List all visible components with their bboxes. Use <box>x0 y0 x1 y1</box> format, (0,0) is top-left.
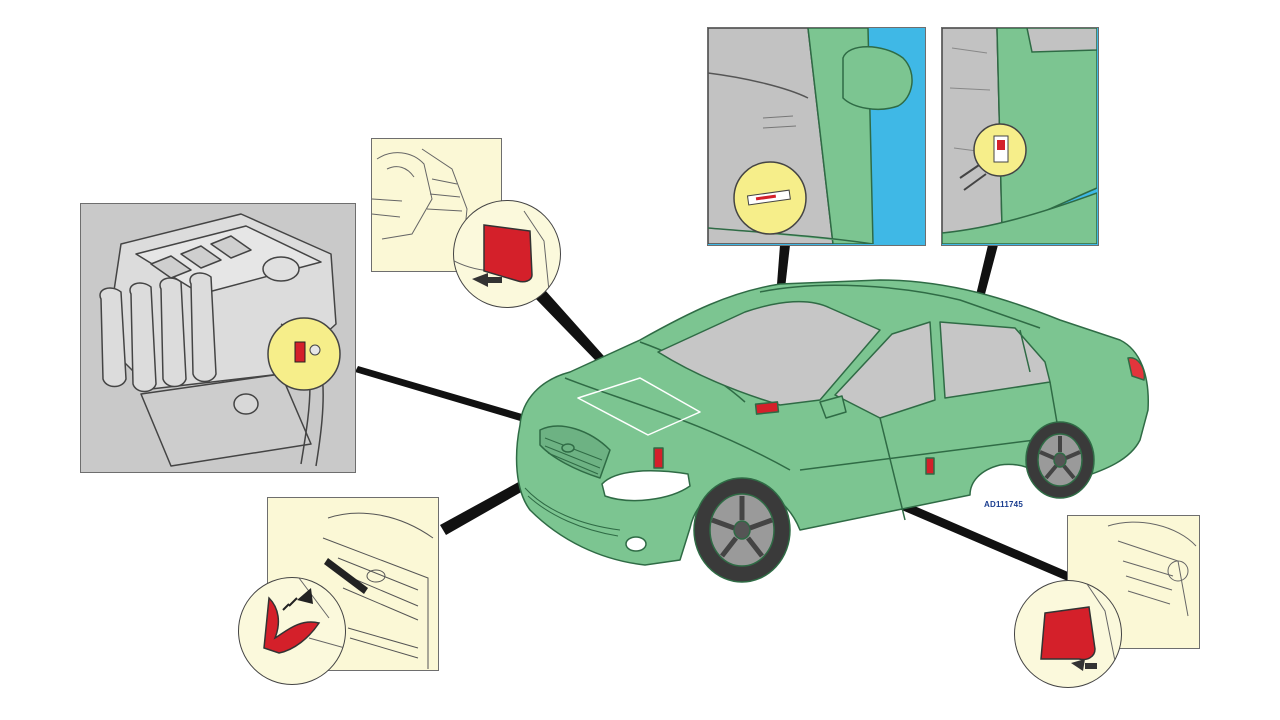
label-marker-windshield <box>754 401 780 415</box>
grille-label-sticker <box>263 596 321 654</box>
car-illustration <box>515 279 1149 583</box>
grille-label-detail <box>238 577 346 685</box>
lower-dashboard-label-detail <box>1014 580 1122 688</box>
dashboard-label-sticker <box>483 224 533 283</box>
rear-wheel <box>1025 421 1095 499</box>
tail-light <box>1127 357 1146 381</box>
lower-dashboard-label-sticker <box>1040 606 1096 661</box>
windshield-illustration <box>708 28 913 244</box>
side-mirror <box>819 395 847 419</box>
headlight <box>601 470 691 502</box>
label-marker-engine <box>653 447 664 469</box>
dashboard-label-detail <box>453 200 561 308</box>
label-marker-door-pillar <box>925 457 935 475</box>
front-side-window <box>834 321 936 419</box>
grille-illustration <box>322 512 434 669</box>
front-wheel <box>693 477 791 583</box>
lower-dashboard-illustration <box>1107 521 1197 617</box>
windshield <box>657 300 881 406</box>
door-pillar-panel <box>941 27 1099 246</box>
hood-label-zone <box>577 377 701 436</box>
windshield-corner-panel <box>707 27 926 246</box>
door-pillar-illustration <box>942 28 1097 244</box>
engine-illustration <box>99 213 341 467</box>
diagram-reference-id: AD111745 <box>984 500 1023 509</box>
engine-bay-panel <box>80 203 356 473</box>
